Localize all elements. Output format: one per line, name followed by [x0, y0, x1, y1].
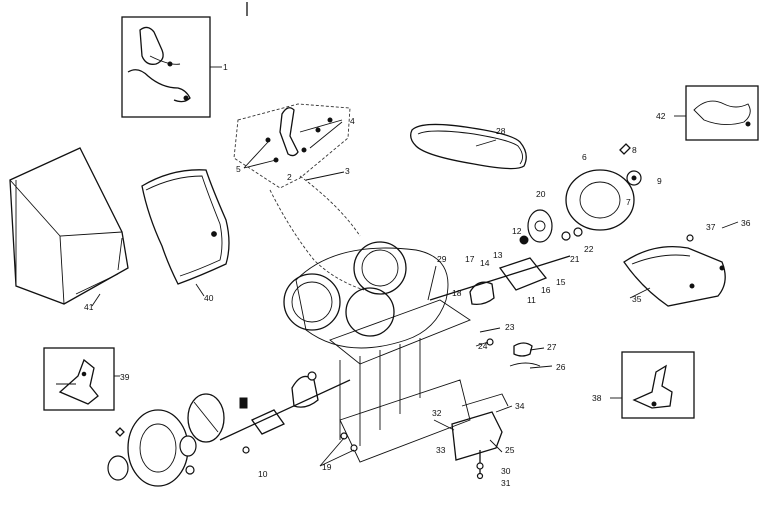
callout-28: 28: [496, 126, 506, 136]
callout-26: 26: [556, 362, 566, 372]
callout-14-right: 14: [480, 258, 490, 268]
inset-38: [610, 351, 695, 419]
leader-lines: [91, 119, 739, 467]
rear-flap: [623, 234, 726, 307]
callout-38: 38: [592, 393, 602, 403]
right-wheel: [527, 143, 642, 243]
callout-3: 3: [345, 166, 350, 176]
callout-33: 33: [436, 445, 446, 455]
left-wheel: [107, 409, 197, 487]
callout-7-right: 7: [626, 197, 631, 207]
callout-labels: 1 2 3 4 5 6 7 8 9 10 11 12 13 14 15 16 1…: [84, 62, 751, 488]
callout-42: 42: [656, 111, 666, 121]
callout-9-right: 9: [657, 176, 662, 186]
callout-30: 30: [501, 466, 511, 476]
callout-2: 2: [287, 172, 292, 182]
callout-12-right: 12: [512, 226, 522, 236]
callout-20-right: 20: [536, 189, 546, 199]
handle-assembly: [233, 103, 365, 291]
callout-1: 1: [223, 62, 228, 72]
callout-10: 10: [258, 469, 268, 479]
callout-11: 11: [527, 295, 536, 305]
callout-29: 29: [437, 254, 447, 264]
callout-25: 25: [505, 445, 515, 455]
transmission: [451, 338, 541, 480]
callout-27: 27: [547, 342, 557, 352]
callout-35: 35: [632, 294, 642, 304]
mower-housing: [283, 241, 471, 463]
callout-34-right: 34: [515, 401, 525, 411]
inset-1: [121, 16, 222, 118]
left-gear-cover: [187, 393, 248, 443]
callout-37: 37: [706, 222, 716, 232]
callout-41: 41: [84, 302, 94, 312]
bag-frame: [141, 169, 230, 285]
callout-24: 24: [478, 341, 488, 351]
callout-21-right: 21: [570, 254, 580, 264]
callout-4: 4: [350, 116, 355, 126]
callout-22-right: 22: [584, 244, 594, 254]
callout-15-right: 15: [556, 277, 566, 287]
callout-31: 31: [501, 478, 511, 488]
callout-40: 40: [204, 293, 214, 303]
callout-39: 39: [120, 372, 130, 382]
inset-39: [43, 347, 120, 411]
callout-8-right: 8: [632, 145, 637, 155]
grass-bag: [9, 147, 129, 305]
right-axle-group: [429, 235, 571, 306]
left-axle-group: [219, 371, 358, 454]
callout-32: 32: [432, 408, 442, 418]
callout-13-right: 13: [493, 250, 503, 260]
drive-belt: [410, 123, 527, 170]
callout-5: 5: [236, 164, 241, 174]
callout-36: 36: [741, 218, 751, 228]
callout-23: 23: [505, 322, 515, 332]
callout-6-right: 6: [582, 152, 587, 162]
callout-18-right: 18: [452, 288, 462, 298]
inset-42: [674, 85, 759, 141]
callout-16-right: 16: [541, 285, 551, 295]
callout-19: 19: [322, 462, 332, 472]
callout-17-right: 17: [465, 254, 475, 264]
